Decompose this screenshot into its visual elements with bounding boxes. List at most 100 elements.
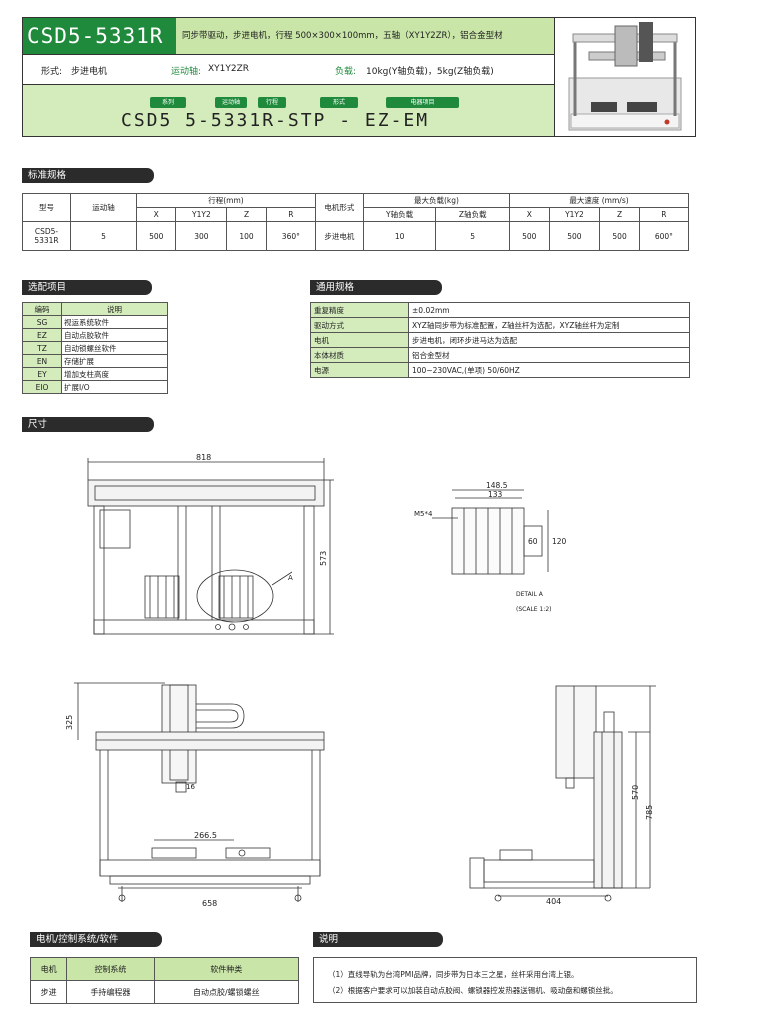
spec-value: 100~230VAC,(单项) 50/60HZ <box>408 362 690 378</box>
code-string: CSD5 5-5331R-STP - EZ-EM <box>121 110 430 131</box>
spec-key: 电源 <box>310 362 409 378</box>
tag-series: 系列 <box>150 97 186 108</box>
cell-speed-x: 500 <box>509 221 550 251</box>
cell-axis: 5 <box>70 221 137 251</box>
section-dimensions: 尺寸 <box>22 417 154 432</box>
cell-speed-r: 600° <box>638 221 690 251</box>
dim-side-325: 325 <box>65 715 74 730</box>
table-row: 电机步进电机，闭环步进马达为选配 <box>310 332 690 348</box>
dim-detail-w1: 148.5 <box>486 481 508 490</box>
spec-key: 驱动方式 <box>310 317 409 333</box>
table-row: 步进 手持编程器 自动点胶/螺锁螺丝 <box>29 980 300 1004</box>
th-speed-z: Z <box>599 207 640 222</box>
th-speed-y: Y1Y2 <box>548 207 601 222</box>
cell-load-y: 10 <box>362 221 437 251</box>
axis-label: 运动轴: <box>171 67 202 77</box>
option-code: EY <box>22 367 62 381</box>
cell-stroke-x: 500 <box>135 221 177 251</box>
cell-control-system: 手持编程器 <box>66 980 155 1004</box>
th-code: 编码 <box>22 302 62 316</box>
dim-detail-h1: 60 <box>528 537 538 546</box>
dim-right-785: 785 <box>645 805 654 820</box>
table-row: 重复精度±0.02mm <box>310 302 690 318</box>
cell-software: 自动点胶/螺锁螺丝 <box>153 980 300 1004</box>
gantry-robot-image <box>568 22 682 131</box>
cell-stroke-y: 300 <box>175 221 228 251</box>
option-desc: 视运系统软件 <box>61 315 168 329</box>
th-stroke-y: Y1Y2 <box>175 207 228 222</box>
table-row: 本体材质铝合金型材 <box>310 347 690 363</box>
section-standard-spec: 标准规格 <box>22 168 154 183</box>
tag-electric: 电器项目 <box>386 97 459 108</box>
th-desc: 说明 <box>61 302 168 316</box>
model-title: CSD5-5331R <box>23 18 176 54</box>
option-code: EIO <box>22 380 62 394</box>
spec-value: XYZ轴同步带为标准配置，Z轴丝杆为选配，XYZ轴丝杆为定制 <box>408 317 690 333</box>
tag-stroke: 行程 <box>258 97 286 108</box>
th-load-z: Z轴负载 <box>435 207 511 222</box>
summary-row: 形式: 步进电机 运动轴: XY1Y2ZR 负载: 10kg(Y轴负载)，5kg… <box>23 54 554 84</box>
th-control-system: 控制系统 <box>66 957 155 981</box>
dim-side-16: 16 <box>186 783 195 791</box>
detail-a-drawing: 148.5 133 60 120 M5*4 DETAIL A (SCALE 1:… <box>414 481 567 613</box>
standard-spec-table: 型号 运动轴 行程(mm) 电机形式 最大负载(kg) 最大速度 (mm/s) … <box>22 193 690 251</box>
section-notes: 说明 <box>313 932 443 947</box>
th-speed-r: R <box>638 207 690 222</box>
cell-load-z: 5 <box>435 221 511 251</box>
detail-scale: (SCALE 1:2) <box>516 606 551 613</box>
side-view-drawing: 325 16 266.5 658 <box>65 682 325 908</box>
th-stroke-r: R <box>265 207 316 222</box>
dim-right-570: 570 <box>631 785 640 800</box>
cell-stroke-z: 100 <box>226 221 267 251</box>
dimension-drawings: 818 A 573 148.5 133 60 120 M5*4 <box>65 453 656 908</box>
th-load: 最大负载(kg) <box>362 193 511 208</box>
cell-motor: 步进电机 <box>314 221 364 251</box>
th-stroke: 行程(mm) <box>136 193 316 208</box>
dim-detail-w2: 133 <box>488 490 503 499</box>
option-desc: 存储扩展 <box>61 354 168 368</box>
cell-speed-z: 500 <box>599 221 640 251</box>
load-label: 负载: <box>335 67 357 77</box>
option-code: EZ <box>22 328 62 342</box>
spec-value: ±0.02mm <box>408 302 690 318</box>
dim-front-height: 573 <box>319 551 328 566</box>
option-desc: 增加支柱高度 <box>61 367 168 381</box>
detail-label: DETAIL A <box>516 591 544 598</box>
product-photo <box>554 18 695 136</box>
tag-axis: 运动轴 <box>215 97 247 108</box>
spec-key: 电机 <box>310 332 409 348</box>
spec-key: 重复精度 <box>310 302 409 318</box>
form-value: 步进电机 <box>71 67 108 77</box>
dim-right-404: 404 <box>546 897 561 906</box>
option-desc: 自动锁螺丝软件 <box>61 341 168 355</box>
th-software: 软件种类 <box>153 957 300 981</box>
th-axis: 运动轴 <box>70 193 137 222</box>
axis-value: XY1Y2ZR <box>208 64 250 74</box>
dim-front-width: 818 <box>196 453 211 462</box>
note-line: （1）直线导轨为台湾PMI品牌，同步带为日本三之星，丝杆采用台湾上银。 <box>328 970 579 979</box>
option-code: TZ <box>22 341 62 355</box>
section-motor-control: 电机/控制系统/软件 <box>30 932 162 947</box>
ordering-code: 系列 运动轴 行程 形式 电器项目 CSD5 5-5331R-STP - EZ-… <box>23 84 554 136</box>
dim-side-658: 658 <box>202 899 217 908</box>
th-stroke-x: X <box>135 207 177 222</box>
spec-value: 步进电机，闭环步进马达为选配 <box>408 332 690 348</box>
th-speed-x: X <box>509 207 550 222</box>
dim-detail-h2: 120 <box>552 537 567 546</box>
motor-control-table: 电机 控制系统 软件种类 步进 手持编程器 自动点胶/螺锁螺丝 <box>29 957 300 1004</box>
th-stroke-z: Z <box>226 207 267 222</box>
dim-detail-screw: M5*4 <box>414 510 433 518</box>
right-view-drawing: 404 570 785 <box>469 685 656 906</box>
option-code: SG <box>22 315 62 329</box>
note-line: （2）根据客户要求可以加装自动点胶阀、螺锁器控发热器送锡机、吸动盘和螺锁丝批。 <box>328 986 618 995</box>
front-view-drawing: 818 A 573 <box>87 453 334 635</box>
option-desc: 扩展I/O <box>61 380 168 394</box>
notes-box: （1）直线导轨为台湾PMI品牌，同步带为日本三之星，丝杆采用台湾上银。 （2）根… <box>313 957 697 1003</box>
